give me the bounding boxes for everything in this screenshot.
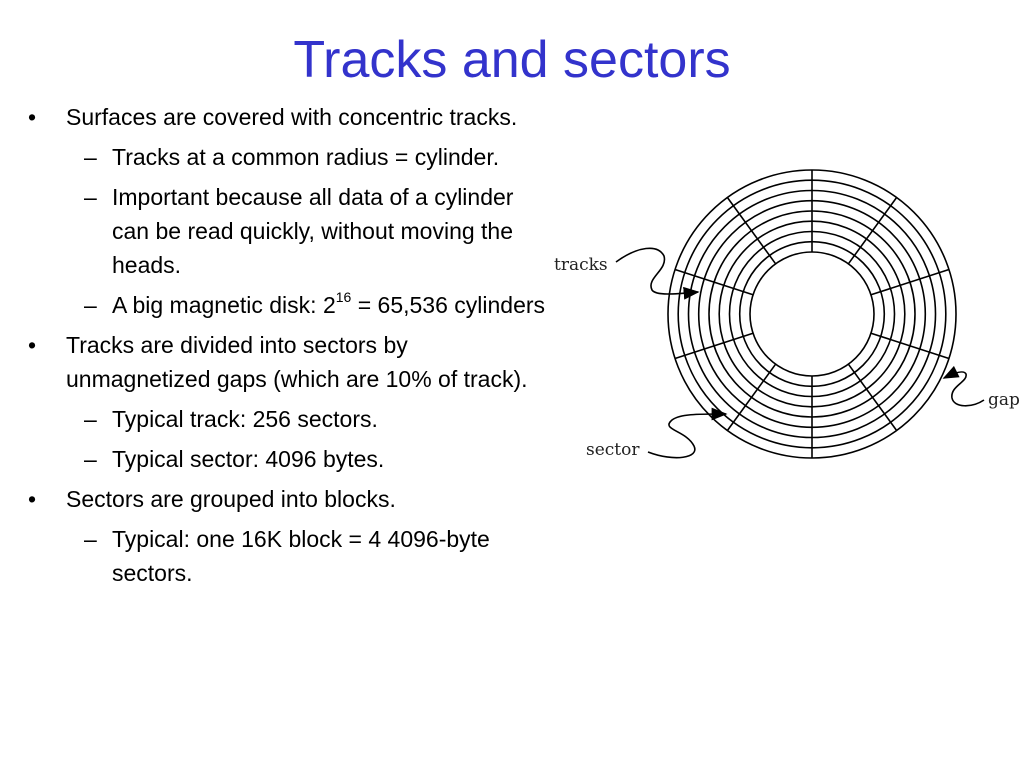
sub-bullet-item: – Typical: one 16K block = 4 4096-byte s… bbox=[28, 522, 548, 590]
dash-marker: – bbox=[84, 184, 97, 210]
sub-bullet-item: – Tracks at a common radius = cylinder. bbox=[28, 140, 548, 174]
track-ring bbox=[738, 240, 886, 388]
bullet-text: Sectors are grouped into blocks. bbox=[66, 486, 396, 512]
sector-divider bbox=[674, 332, 754, 360]
tracks-pointer-arrow bbox=[615, 247, 700, 300]
sub-bullet-text: Typical sector: 4096 bytes. bbox=[112, 446, 385, 472]
sub-bullet-text-after: = 65,536 cylinders bbox=[351, 292, 546, 318]
sector-label: sector bbox=[586, 440, 640, 460]
sector-divider bbox=[847, 197, 898, 265]
sub-bullet-item: – Typical track: 256 sectors. bbox=[28, 402, 548, 436]
dash-marker: – bbox=[84, 292, 97, 318]
disk-platter bbox=[667, 169, 957, 459]
sector-divider bbox=[870, 332, 950, 360]
slide-title: Tracks and sectors bbox=[293, 31, 731, 89]
bullet-item: • Surfaces are covered with concentric t… bbox=[28, 100, 548, 134]
bullet-item: • Sectors are grouped into blocks. bbox=[28, 482, 548, 516]
tracks-label: tracks bbox=[554, 255, 608, 275]
sector-divider bbox=[847, 363, 898, 431]
sub-bullet-text: Important because all data of a cylinder… bbox=[112, 184, 514, 278]
gap-label: gap bbox=[988, 390, 1020, 410]
bullet-item: • Tracks are divided into sectors by unm… bbox=[28, 328, 548, 396]
bullet-marker: • bbox=[28, 332, 37, 358]
gap-pointer-arrow bbox=[942, 365, 985, 407]
bullet-marker: • bbox=[28, 486, 37, 512]
sub-bullet-text: Typical: one 16K block = 4 4096-byte sec… bbox=[112, 526, 490, 586]
disk-diagram: tracks sector gap bbox=[554, 169, 1020, 460]
sector-divider bbox=[870, 268, 950, 296]
dash-marker: – bbox=[84, 446, 97, 472]
dash-marker: – bbox=[84, 406, 97, 432]
sector-divider bbox=[674, 268, 754, 296]
dash-marker: – bbox=[84, 526, 97, 552]
sub-bullet-text: Tracks at a common radius = cylinder. bbox=[112, 144, 500, 170]
sector-pointer-arrow bbox=[647, 407, 728, 459]
track-ring bbox=[728, 230, 896, 398]
dash-marker: – bbox=[84, 144, 97, 170]
sub-bullet-text: Typical track: 256 sectors. bbox=[112, 406, 378, 432]
bullet-list: • Surfaces are covered with concentric t… bbox=[28, 100, 548, 596]
sector-divider bbox=[726, 363, 777, 431]
sub-bullet-text-before: A big magnetic disk: 2 bbox=[112, 292, 336, 318]
sub-bullet-item: – Typical sector: 4096 bytes. bbox=[28, 442, 548, 476]
bullet-marker: • bbox=[28, 104, 37, 130]
bullet-text: Tracks are divided into sectors by unmag… bbox=[66, 332, 528, 392]
superscript-exponent: 16 bbox=[335, 289, 352, 306]
bullet-text: Surfaces are covered with concentric tra… bbox=[66, 104, 518, 130]
sub-bullet-item: – A big magnetic disk: 216 = 65,536 cyli… bbox=[28, 288, 548, 322]
sub-bullet-item: – Important because all data of a cylind… bbox=[28, 180, 548, 282]
sector-divider bbox=[726, 197, 777, 265]
track-ring bbox=[749, 251, 875, 377]
